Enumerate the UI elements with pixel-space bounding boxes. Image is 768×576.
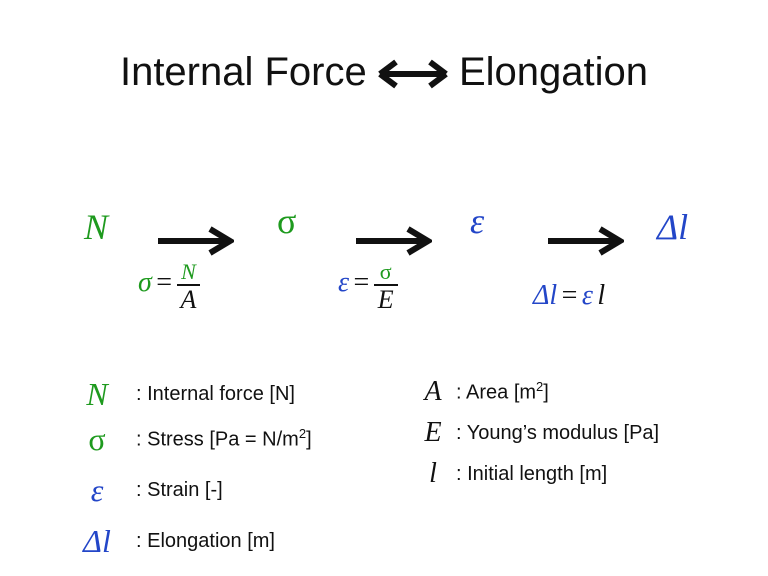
legend-right: A : Area [m2] E : Young’s modulus [Pa] l : … (410, 372, 659, 494)
legend-text: : Elongation [m] (136, 529, 275, 552)
legend-item: A : Area [m2] (410, 372, 659, 412)
formula-elongation: Δl = ε l (533, 280, 605, 312)
legend-text: : Initial length [m] (456, 462, 608, 485)
legend-text: : Stress [Pa = N/m (136, 428, 299, 451)
rhs-l: l (597, 280, 606, 311)
slide-title: Internal Force Elongation (0, 50, 768, 95)
rhs-epsilon: ε (581, 280, 593, 311)
legend-item: Δl : Elongation [m] (72, 516, 312, 566)
legend-text: : Internal force [N] (136, 382, 295, 405)
equals: = (561, 280, 578, 311)
legend-symbol: A (424, 376, 442, 407)
legend-item: ε : Strain [-] (72, 464, 312, 516)
legend-item: N : Internal force [N] (72, 374, 312, 414)
legend-left: N : Internal force [N] σ : Stress [Pa = N/… (72, 374, 312, 566)
symbol-delta-l: Δl (657, 207, 689, 247)
numerator: σ (379, 259, 392, 284)
arrow-right-icon (356, 226, 432, 256)
legend-item: E : Young’s modulus [Pa] (410, 412, 659, 454)
legend-symbol: N (86, 375, 108, 412)
lhs: ε (338, 267, 350, 299)
lhs: Δl (533, 280, 558, 311)
equals: = (156, 267, 173, 299)
legend-text: : Area [m (456, 381, 537, 404)
legend-symbol: E (424, 417, 442, 448)
legend-text: : Strain [-] (136, 478, 223, 501)
symbol-n: N (84, 207, 109, 247)
title-left: Internal Force (119, 50, 367, 94)
sup: 2 (298, 426, 307, 442)
symbol-epsilon: ε (470, 201, 485, 241)
tail: ] (306, 428, 312, 451)
legend-symbol: l (429, 458, 437, 489)
sup: 2 (536, 379, 544, 395)
title-right: Elongation (458, 50, 649, 94)
legend-item: σ : Stress [Pa = N/m2] (72, 414, 312, 464)
legend-text: : Young’s modulus [Pa] (456, 421, 660, 444)
arrow-right-icon (548, 226, 624, 256)
denominator: A (176, 284, 201, 314)
arrow-right-icon (158, 226, 234, 256)
equals: = (353, 267, 370, 299)
double-arrow-icon (378, 60, 448, 89)
legend-item: l : Initial length [m] (410, 454, 659, 494)
denominator: E (373, 284, 398, 314)
symbol-sigma: σ (277, 201, 297, 241)
tail: ] (543, 381, 549, 404)
legend-symbol: Δl (83, 522, 111, 559)
legend-symbol: σ (88, 420, 106, 457)
legend-symbol: ε (90, 471, 104, 508)
numerator: N (181, 259, 196, 284)
lhs: σ (138, 267, 152, 299)
